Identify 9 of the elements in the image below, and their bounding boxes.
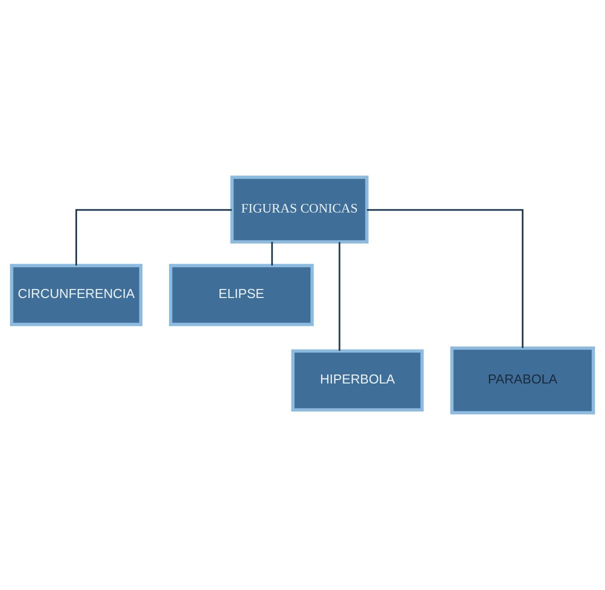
node-box: FIGURAS CONICAS: [230, 176, 369, 244]
node-box: CIRCUNFERENCIA: [10, 264, 142, 326]
node-box: HIPERBOLA: [291, 349, 424, 412]
connector: [367, 209, 524, 348]
node-box: ELIPSE: [169, 264, 314, 326]
node-box: PARABOLA: [450, 346, 595, 414]
connector: [75, 209, 232, 266]
connector: [338, 242, 340, 351]
connector: [271, 242, 273, 266]
